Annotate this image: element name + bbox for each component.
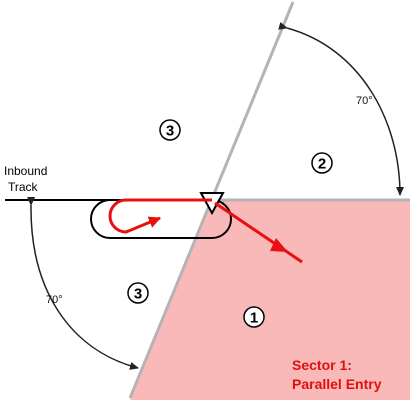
svg-text:3: 3 [134,286,142,303]
entry-path-arrowhead [270,238,288,252]
entry-path-parallel-leg [108,198,212,234]
angle-arc-upper-right [278,22,404,196]
inbound-track-label-line-1: Inbound [4,164,47,178]
entry-path-inbound [214,201,303,264]
angle-arc-lower-left [27,196,139,370]
sector-3-upper-marker: 3 [159,119,181,141]
inbound-track-label-line-2: Track [8,180,39,194]
sector-2-marker: 2 [311,152,333,174]
svg-text:3: 3 [166,123,174,140]
sector-1-marker: 1 [243,306,265,328]
sector-3-lower-marker: 3 [127,282,149,304]
angle-label-upper-right: 70° [356,95,373,107]
svg-text:1: 1 [250,310,258,327]
caption-line-2: Parallel Entry [292,376,382,392]
angle-label-lower-left: 70° [46,294,63,306]
svg-text:2: 2 [318,156,326,173]
sector-1-region [130,200,410,400]
caption-line-1: Sector 1: [292,357,352,373]
